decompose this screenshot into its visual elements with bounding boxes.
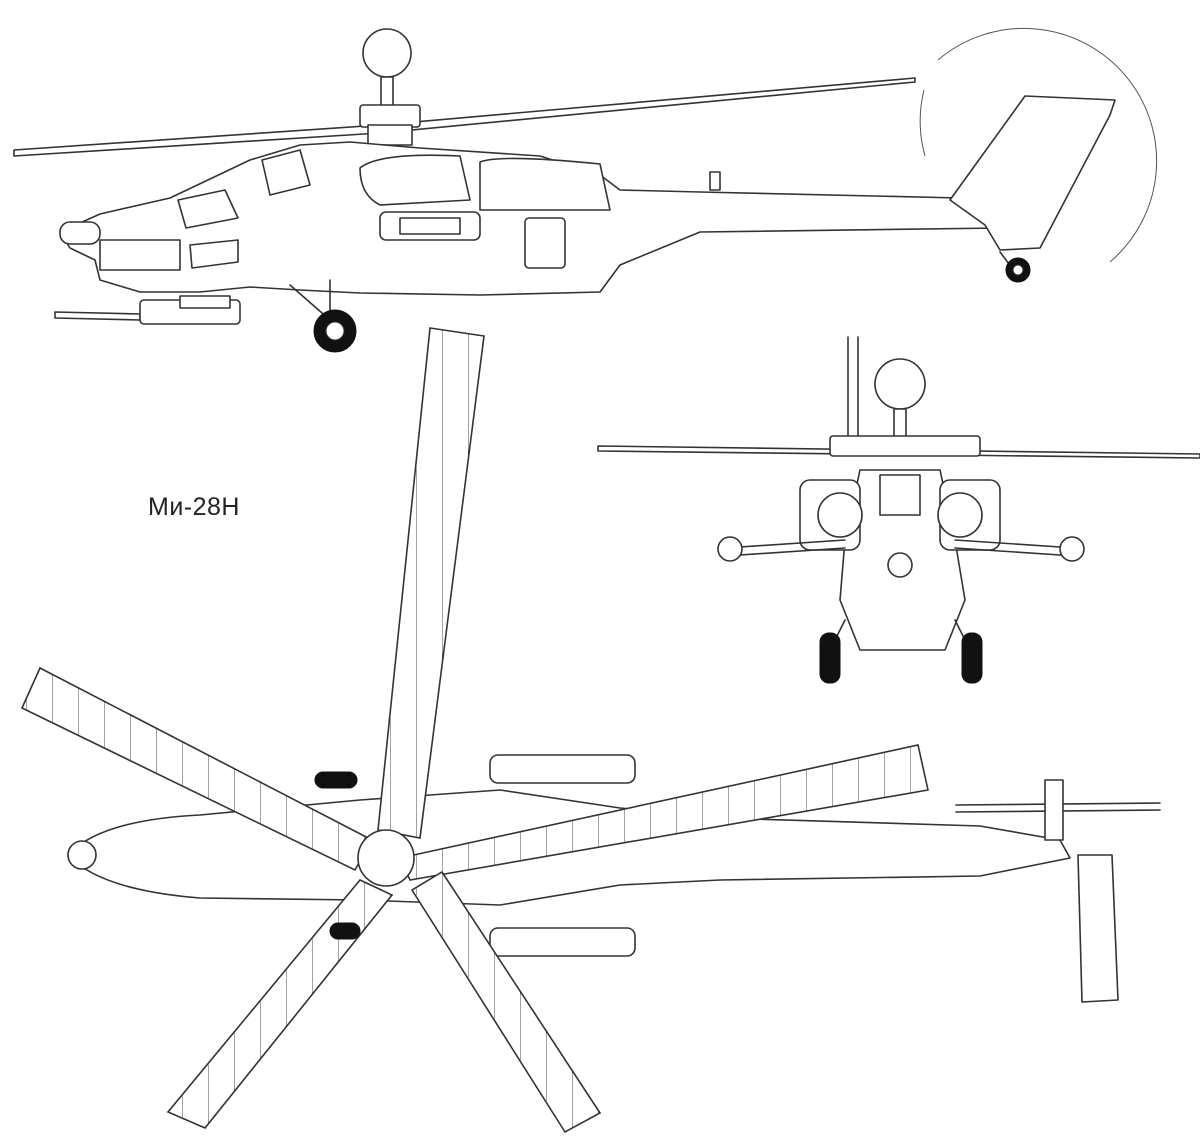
aircraft-designation-label: Ми-28Н [148,493,240,521]
front-view [597,336,1200,684]
top-view-stabilizer [1077,854,1119,1003]
top-view-rotor-hub [357,829,415,887]
side-view-main-rotor [13,28,916,157]
top-view-rotor-blade-1 [377,327,485,839]
side-view-tail-rotor-disk [919,27,1158,263]
top-view-rotor-blade-5 [410,870,602,1134]
front-view-radar-dome [874,358,926,410]
top-view-rotor-blade-4 [166,879,394,1129]
side-view-fuselage [54,95,1116,353]
front-view-rotor-blade [597,445,1200,459]
side-view [13,27,1158,353]
top-view [20,327,1161,1134]
